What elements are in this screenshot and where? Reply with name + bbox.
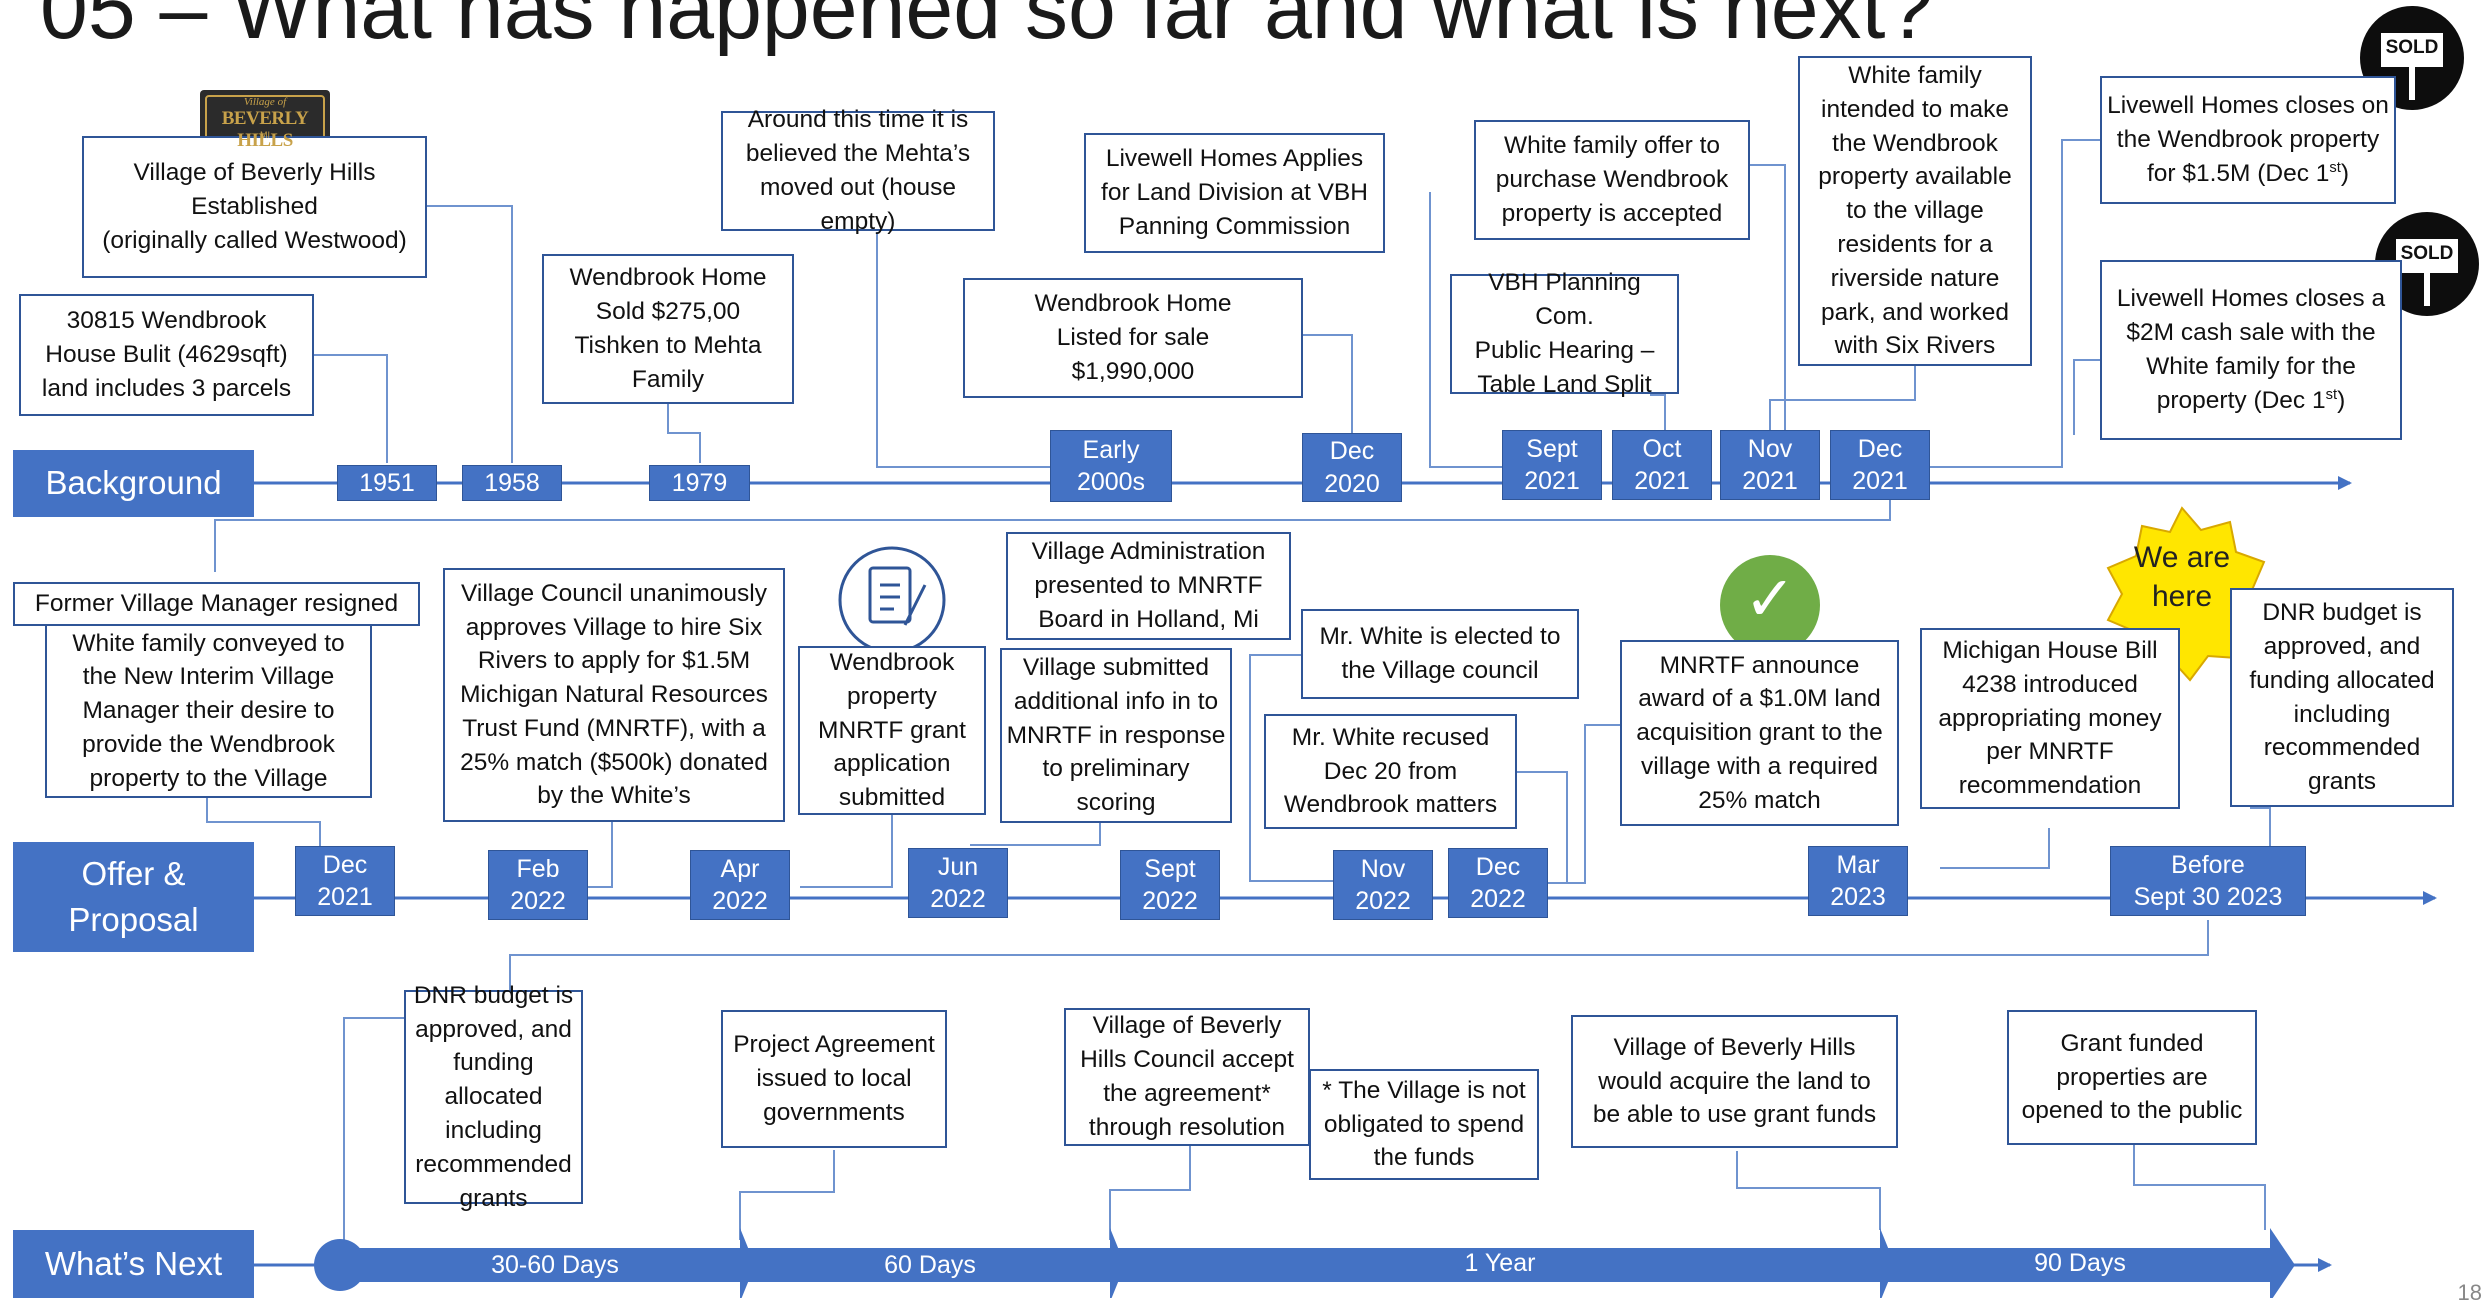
event-village-established: Village of Beverly Hills Established (or… (82, 136, 427, 278)
bg-date-1958: 1958 (462, 465, 562, 501)
offer-date-before-sept-2023: Before Sept 30 2023 (2110, 846, 2306, 916)
event-admin-presented: Village Administration presented to MNRT… (1006, 532, 1291, 640)
bg-date-nov-2021: Nov 2021 (1720, 430, 1820, 500)
next-project-agreement: Project Agreement issued to local govern… (721, 1010, 947, 1148)
logo-state: MI (260, 130, 270, 140)
event-mehtas-moved: Around this time it is believed the Meht… (721, 106, 995, 235)
event-white-elected: Mr. White is elected to the Village coun… (1301, 609, 1579, 699)
event-council-approves: Village Council unanimously approves Vil… (443, 568, 785, 822)
event-closes-1-5m: Livewell Homes closes on the Wendbrook p… (2100, 76, 2396, 204)
event-listed-for-sale: Wendbrook Home Listed for sale $1,990,00… (963, 278, 1303, 398)
event-offer-accepted: White family offer to purchase Wendbrook… (1474, 120, 1750, 240)
offer-date-apr-2022: Apr 2022 (690, 850, 790, 920)
row-label-offer: Offer & Proposal (13, 842, 254, 952)
event-closes-2m: Livewell Homes closes a $2M cash sale wi… (2100, 260, 2402, 440)
event-white-conveyed: White family conveyed to the New Interim… (45, 624, 372, 798)
event-white-recused: Mr. White recused Dec 20 from Wendbrook … (1264, 714, 1517, 829)
closes-1-5m-text: Livewell Homes closes on the Wendbrook p… (2107, 92, 2389, 187)
page-number: 18 (2457, 1280, 2482, 1305)
event-house-built: 30815 Wendbrook House Bulit (4629sqft) l… (19, 294, 314, 416)
bg-date-early-2000s: Early 2000s (1050, 430, 1172, 502)
event-house-bill: Michigan House Bill 4238 introduced appr… (1920, 628, 2180, 809)
closing-paren: ) (2337, 386, 2346, 414)
offer-date-nov-2022: Nov 2022 (1333, 850, 1433, 920)
next-not-obligated: * The Village is not obligated to spend … (1309, 1069, 1539, 1180)
row-label-next: What’s Next (13, 1230, 254, 1298)
bg-date-1979: 1979 (649, 465, 750, 501)
bg-date-1951: 1951 (337, 465, 437, 501)
now-marker-dot (314, 1239, 366, 1291)
offer-date-feb-2022: Feb 2022 (488, 850, 588, 920)
checkmark-glyph: ✓ (1744, 562, 1796, 635)
logo-text: BEVERLY HILLS (221, 108, 309, 151)
sold-sign-text-2: SOLD (2400, 243, 2454, 264)
next-bar-label-90-days: 90 Days (2034, 1249, 2126, 1277)
event-grant-submitted: Wendbrook property MNRTF grant applicati… (798, 646, 986, 815)
offer-date-dec-2022: Dec 2022 (1448, 848, 1548, 918)
next-bar-label-30-60-days: 30-60 Days (491, 1251, 619, 1279)
sold-sign-text-1: SOLD (2385, 37, 2439, 58)
ordinal-suffix: st (2325, 386, 2338, 403)
row-label-background: Background (13, 450, 254, 517)
event-public-hearing: VBH Planning Com. Public Hearing – Table… (1450, 269, 1679, 398)
closes-2m-text: Livewell Homes closes a $2M cash sale wi… (2116, 285, 2386, 414)
next-bar-label-1-year: 1 Year (1464, 1249, 1536, 1277)
offer-date-jun-2022: Jun 2022 (908, 848, 1008, 918)
grant-document-icon (838, 546, 946, 654)
event-additional-info: Village submitted additional info in to … (1000, 648, 1232, 823)
bg-date-oct-2021: Oct 2021 (1612, 430, 1712, 500)
offer-date-sept-2022: Sept 2022 (1120, 850, 1220, 920)
bg-date-sept-2021: Sept 2021 (1502, 430, 1602, 500)
bg-date-dec-2020: Dec 2020 (1302, 433, 1402, 502)
event-land-division: Livewell Homes Applies for Land Division… (1084, 133, 1385, 253)
closing-paren: ) (2340, 159, 2350, 187)
event-dnr-budget-offer: DNR budget is approved, and funding allo… (2230, 588, 2454, 807)
event-white-intended: White family intended to make the Wendbr… (1798, 56, 2032, 366)
next-opened-public: Grant funded properties are opened to th… (2007, 1010, 2257, 1145)
next-council-accept: Village of Beverly Hills Council accept … (1064, 1008, 1310, 1146)
offer-date-dec-2021: Dec 2021 (295, 846, 395, 916)
next-bar-label-60-days: 60 Days (884, 1251, 976, 1279)
event-grant-award: MNRTF announce award of a $1.0M land acq… (1620, 640, 1899, 826)
we-are-here-label: We are here (2133, 541, 2231, 613)
event-manager-resigned: Former Village Manager resigned (13, 582, 420, 626)
next-dnr-budget: DNR budget is approved, and funding allo… (404, 982, 583, 1212)
next-acquire-land: Village of Beverly Hills would acquire t… (1571, 1015, 1898, 1148)
logo-small-text: Village of (243, 96, 287, 108)
bg-date-dec-2021: Dec 2021 (1830, 430, 1930, 500)
page-title: 05 – What has happened so far and what i… (40, 0, 1934, 57)
ordinal-suffix: st (2329, 159, 2341, 176)
event-home-sold-1979: Wendbrook Home Sold $275,00 Tishken to M… (542, 254, 794, 404)
offer-date-mar-2023: Mar 2023 (1808, 846, 1908, 916)
